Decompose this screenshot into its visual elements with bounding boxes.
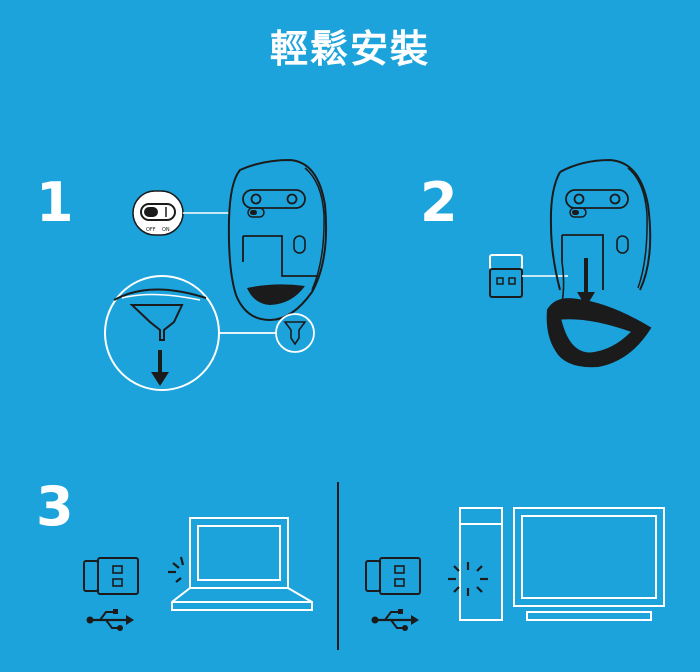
power-switch-icon [140,203,176,221]
usb-receiver-icon [83,557,139,595]
usb-symbol-icon [371,609,419,631]
step-1-illustration: OFF ON [104,158,328,391]
switch-on-label: ON [162,227,170,233]
laptop-icon [171,517,313,611]
desktop-pc-icon [448,507,665,621]
step-2-number: 2 [420,171,458,234]
mouse-icon [227,158,328,353]
usb-symbol-icon [86,609,134,631]
signal-indicator [448,562,488,596]
usb-receiver-icon [489,254,568,298]
step-3-illustration [83,482,665,650]
signal-indicator [168,556,185,583]
arrow-down-icon [577,258,595,307]
latch-zoom [104,275,276,391]
page-title: 輕鬆安裝 [269,27,430,71]
mouse-open-icon [546,158,652,368]
power-switch-zoom: OFF ON [132,190,248,236]
step-3-number: 3 [36,475,74,538]
usb-receiver-icon [365,557,421,595]
arrow-down-icon [151,350,169,386]
switch-off-label: OFF [146,227,156,233]
step-1-number: 1 [36,171,74,234]
step-2-illustration [489,158,652,368]
